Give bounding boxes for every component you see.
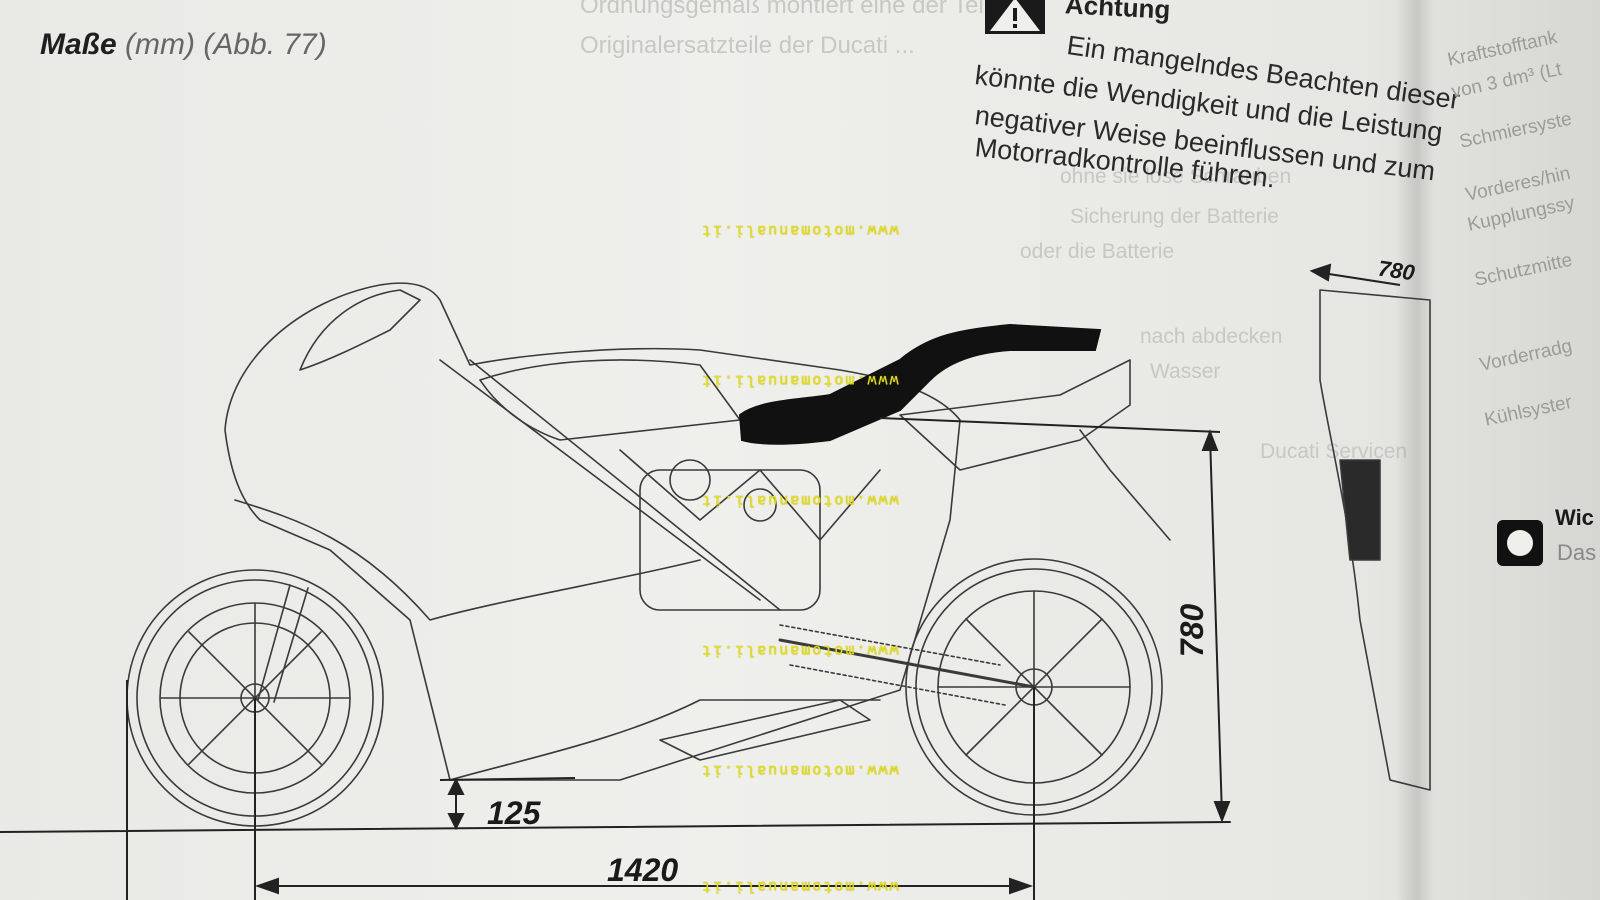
front-fork (257, 584, 291, 701)
ghost-text-mid-2: Sicherung der Batterie (1070, 205, 1279, 228)
wheelbase-value: 1420 (607, 852, 679, 888)
book-gutter (1395, 0, 1435, 900)
ghost-text-top-2: Originalersatzteile der Ducati ... (580, 32, 915, 59)
watermark-5: www.motomanuali.it (700, 762, 899, 780)
ground-line (0, 821, 1231, 833)
number-plate-holder (1079, 429, 1171, 541)
seat (738, 323, 1102, 445)
front-width-dimension-line (1315, 271, 1401, 286)
ghost-text-mid-1: ohne sie lose Schrauben (1060, 165, 1292, 188)
warning-triangle-icon (985, 0, 1045, 34)
watermark-6: www.motomanuali.it (700, 878, 899, 896)
ground-clearance-value: 125 (487, 795, 541, 831)
page-title-units: (mm) (Abb. 77) (125, 28, 327, 61)
watermark-1: www.motomanuali.it (700, 222, 899, 240)
square-bullet-icon (1497, 520, 1543, 566)
windscreen (299, 289, 421, 371)
exhaust (659, 699, 871, 761)
right-sub-label: Das (1557, 540, 1597, 565)
page-title: Maße (mm) (Abb. 77) (40, 28, 327, 62)
seat-height-value: 780 (1174, 603, 1211, 658)
watermark-3: www.motomanuali.it (700, 492, 899, 510)
seat-height-dimension-line (1209, 435, 1223, 817)
front-width-value: 780 (1376, 255, 1417, 286)
engine (639, 469, 821, 611)
ghost-text-low-1: nach abdecken (1140, 325, 1283, 348)
watermark-2: www.motomanuali.it (700, 372, 899, 390)
ghost-text-low-2: Wasser (1150, 360, 1221, 383)
ghost-text-mid-3: oder die Batterie (1020, 240, 1175, 263)
page-title-bold: Maße (40, 28, 117, 61)
swingarm (778, 638, 1036, 689)
chain (779, 624, 1006, 706)
fairing (224, 282, 961, 781)
ghost-text-top-1: Ordnungsgemäß montiert eine der Teile (580, 0, 1003, 19)
tail-section (899, 359, 1131, 471)
right-bold-label: Wic (1555, 505, 1594, 530)
seat-height-ref (879, 417, 1221, 433)
watermark-4: www.motomanuali.it (700, 642, 899, 660)
